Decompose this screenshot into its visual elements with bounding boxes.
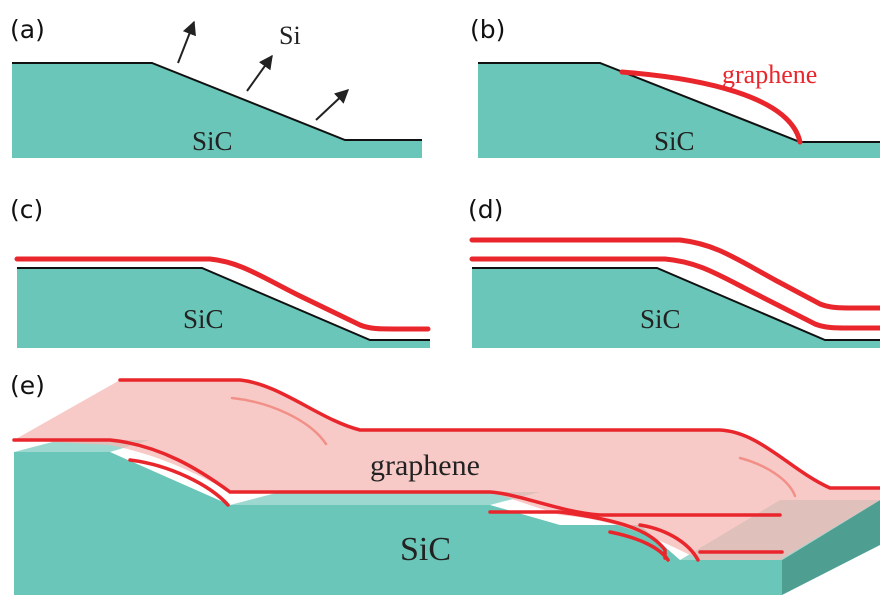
panel-e-sic-side-face (782, 500, 880, 595)
panel-e-graphene-front-edge-2 (488, 510, 667, 560)
panel-e-graphene-step-arc-1 (128, 458, 230, 507)
panel-e-graphene-step-arc-2 (608, 530, 670, 562)
panel-c-step-outline (17, 267, 430, 341)
panel-e-graphene-back-edge (118, 378, 880, 490)
panel-e-sic-front-face (14, 452, 782, 595)
panel-a-si-arrow-3 (315, 89, 350, 121)
panel-d-sic-substrate (472, 268, 880, 348)
panel-a-si-label: Si (279, 21, 301, 50)
panel-a-step-outline (12, 62, 422, 141)
panel-e-sic-mid-terrace (230, 492, 540, 505)
panel-c: (c) SiC (10, 195, 431, 348)
panel-b-graphene-cap (619, 69, 803, 145)
panel-a: (a) SiC Si (10, 15, 422, 158)
panel-a-sic-substrate (12, 63, 422, 158)
panel-c-label: (c) (10, 195, 43, 224)
panel-d-graphene-layer-1 (469, 256, 880, 331)
panel-b-step-outline (478, 62, 880, 143)
panel-a-si-arrow-2 (246, 54, 273, 92)
panel-d: (d) SiC (468, 195, 880, 348)
panel-d-graphene-layer-2 (469, 237, 880, 311)
panel-b-sic-label: SiC (654, 126, 695, 156)
panel-e-sic-label: SiC (400, 531, 451, 568)
panel-e: (e) graphene SiC (10, 371, 880, 595)
panel-e-label: (e) (10, 371, 45, 400)
panel-e-graphene-front-edge (12, 438, 782, 517)
panel-b: (b) SiC graphene (470, 15, 880, 158)
panel-e-graphene-label: graphene (370, 449, 480, 482)
panel-c-graphene-layer (14, 256, 431, 332)
panel-b-label: (b) (470, 15, 505, 44)
panel-a-si-arrow-1 (177, 20, 196, 64)
panel-d-sic-label: SiC (640, 304, 681, 334)
panel-c-sic-substrate (17, 268, 430, 348)
panel-a-label: (a) (10, 15, 45, 44)
panel-c-sic-label: SiC (183, 304, 224, 334)
panel-e-graphene-inner-arc-1 (230, 396, 328, 446)
panel-a-sic-label: SiC (192, 126, 233, 156)
panel-d-label: (d) (468, 195, 503, 224)
panel-e-graphene-step-arc-3 (638, 523, 700, 562)
panel-b-graphene-label: graphene (722, 60, 817, 89)
panel-d-step-outline (472, 267, 880, 341)
panel-e-graphene-inner-arc-2 (738, 456, 797, 498)
